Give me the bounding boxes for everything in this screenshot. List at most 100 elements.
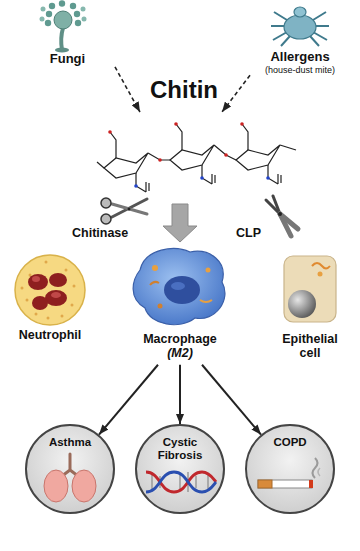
chitin-structure	[174, 122, 178, 126]
neutrophil-cell	[45, 290, 67, 306]
neutrophil-cell	[51, 292, 61, 298]
neutrophil-cell	[15, 255, 85, 325]
chitin-structure	[280, 145, 296, 150]
chitin-structure	[108, 130, 112, 134]
macrophage-cell	[164, 276, 200, 304]
disease-disc	[246, 425, 334, 513]
block-arrow	[163, 204, 197, 242]
neutrophil-cell	[71, 304, 74, 307]
chitin-structure	[202, 165, 215, 184]
macrophage-cell	[133, 249, 225, 325]
neutrophil-cell	[47, 317, 50, 320]
source-icon: Allergens(house-dust mite)	[250, 2, 350, 79]
cigarette-icon	[313, 458, 318, 478]
node-label: Neutrophil	[19, 328, 82, 342]
fungus-icon	[59, 0, 65, 6]
disease-disc	[136, 425, 224, 513]
neutrophil-cell	[32, 276, 40, 282]
chitin-structure	[242, 124, 248, 150]
pliers-icon	[278, 212, 282, 216]
neutrophil-cell	[28, 274, 48, 290]
arrow-connector	[202, 365, 261, 435]
epithelial-cell	[318, 272, 323, 277]
node-label: COPD	[273, 436, 306, 449]
epithelial-cell	[284, 256, 336, 322]
node-label: Cystic Fibrosis	[145, 436, 215, 462]
chitin-structure	[240, 122, 244, 126]
neutrophil-cell	[45, 261, 48, 264]
macrophage-cell	[150, 282, 159, 285]
node-label: Asthma	[49, 436, 91, 449]
neutrophil-cell	[29, 274, 32, 277]
molecule-structure: Chitin	[92, 112, 308, 204]
pliers-icon	[273, 196, 280, 214]
node-label: Epithelial cell	[274, 332, 346, 361]
scissors-icon	[101, 198, 111, 208]
fungus-icon	[82, 17, 87, 22]
fungus-icon	[49, 3, 55, 9]
chitin-structure	[200, 176, 204, 180]
arrow-connector	[222, 75, 250, 112]
disease-circle: Cystic Fibrosis	[135, 424, 225, 514]
chitin-structure	[176, 124, 182, 150]
lungs-icon	[72, 470, 96, 502]
mite-icon	[284, 15, 316, 39]
epithelial-cell	[288, 290, 316, 318]
node-label: Chitin	[150, 76, 218, 104]
cell-icon: Macrophage(M2)	[124, 242, 236, 365]
chitin-structure	[236, 145, 280, 170]
neutrophil-cell	[32, 296, 48, 310]
fungus-icon	[81, 7, 86, 12]
neutrophil-cell	[15, 255, 85, 325]
chitin-structure	[170, 145, 214, 170]
pliers-icon	[266, 196, 298, 236]
macrophage-cell	[158, 304, 163, 309]
cigarette-icon	[258, 480, 272, 488]
dna-icon	[146, 472, 216, 492]
fungus-icon	[40, 0, 87, 52]
fungus-icon	[45, 20, 51, 26]
arrow-connector	[99, 365, 158, 435]
mite-icon	[271, 7, 329, 46]
scissors-icon	[128, 208, 131, 211]
dna-icon	[146, 472, 216, 492]
chitin-structure	[97, 162, 104, 168]
scissors-icon	[112, 204, 147, 214]
mite-icon	[294, 7, 306, 17]
disease-circle: Asthma	[25, 424, 115, 514]
macrophage-cell	[200, 300, 212, 302]
neutrophil-cell	[49, 273, 67, 287]
macrophage-cell	[152, 265, 158, 271]
pliers-icon	[280, 214, 298, 229]
neutrophil-cell	[35, 313, 38, 316]
chitin-structure	[134, 184, 138, 188]
node-label: Allergens	[270, 50, 329, 65]
fungus-icon	[40, 17, 45, 22]
chitin-structure	[97, 122, 296, 192]
scissors-icon	[101, 214, 111, 224]
arrow-connector	[115, 67, 140, 112]
neutrophil-cell	[61, 315, 64, 318]
chitin-structure	[158, 158, 162, 162]
node-label: (house-dust mite)	[265, 65, 335, 75]
scissors-icon	[101, 198, 147, 224]
neutrophil-cell	[26, 299, 29, 302]
fungus-icon	[75, 20, 81, 26]
scissors-icon	[112, 199, 147, 217]
fungus-icon	[61, 28, 63, 50]
neutrophil-cell	[65, 269, 68, 272]
node-label: Macrophage	[143, 332, 217, 346]
cigarette-icon	[258, 480, 312, 488]
cigarette-icon	[258, 458, 320, 488]
macrophage-cell	[206, 268, 211, 273]
lungs-icon	[62, 454, 78, 476]
fungus-icon	[41, 7, 46, 12]
disease-circle: COPD	[245, 424, 335, 514]
macrophage-cell	[133, 249, 225, 325]
fungus-icon	[74, 11, 80, 17]
cell-icon: Epithelial cell	[266, 248, 354, 365]
arrow-connector	[179, 365, 181, 424]
fungus-icon	[46, 11, 52, 17]
macrophage-cell	[171, 282, 185, 290]
